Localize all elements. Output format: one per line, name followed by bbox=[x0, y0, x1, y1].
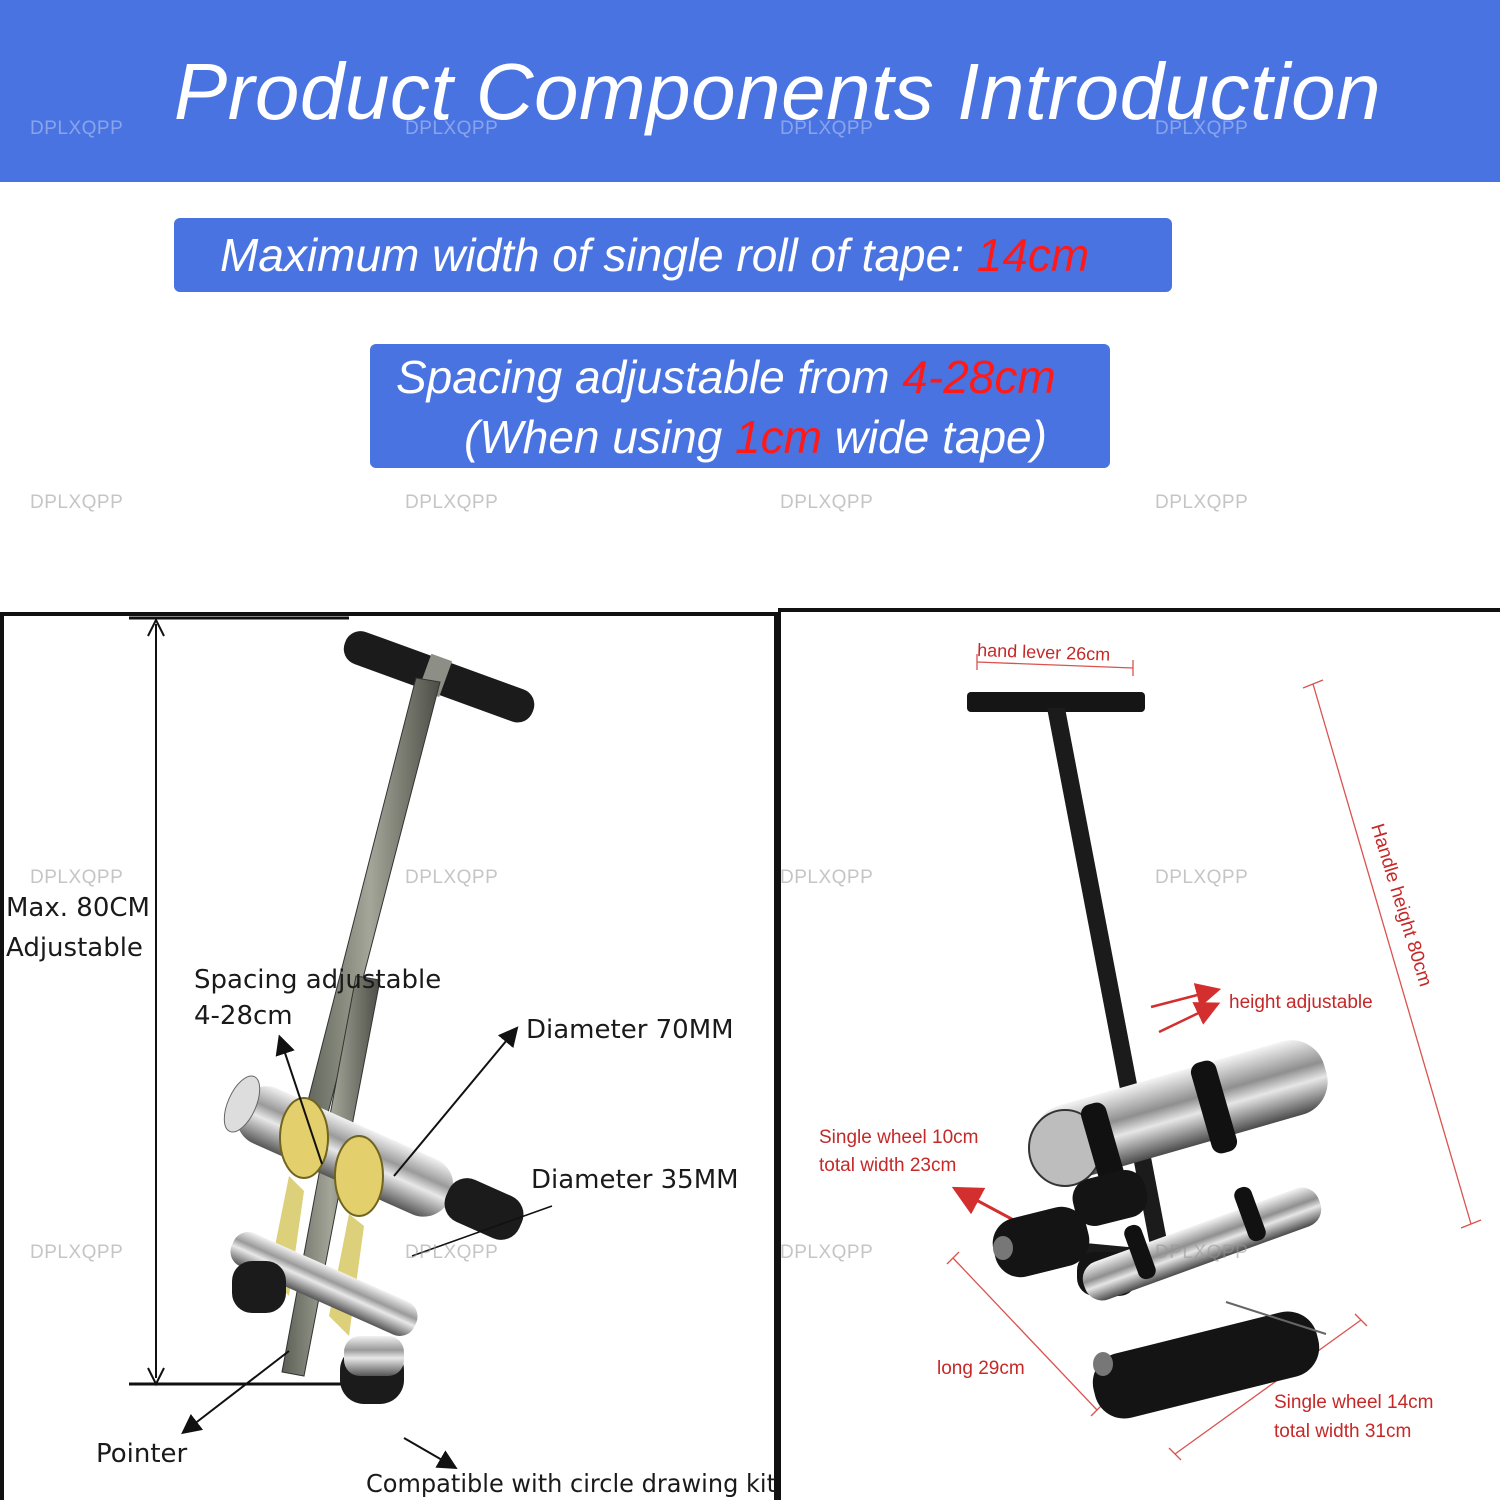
dimension-diagram-panel: hand lever 26cm Handle height 80cm heigh… bbox=[778, 608, 1500, 1500]
watermark: DPLXQPP bbox=[780, 1242, 874, 1263]
watermark: DPLXQPP bbox=[30, 1242, 124, 1263]
spacing-label-line1: Spacing adjustable bbox=[194, 965, 441, 995]
diameter-small-line bbox=[411, 1205, 553, 1257]
watermark: DPLXQPP bbox=[780, 492, 874, 513]
pointer-rod bbox=[1225, 1301, 1327, 1335]
circle-kit-arrow bbox=[403, 1437, 458, 1470]
watermark: DPLXQPP bbox=[405, 118, 499, 139]
watermark: DPLXQPP bbox=[780, 118, 874, 139]
spacing-note-value: 1cm bbox=[735, 411, 822, 463]
watermark: DPLXQPP bbox=[780, 867, 874, 888]
dimension-diagram-illustration: hand lever 26cm Handle height 80cm heigh… bbox=[819, 640, 1482, 1461]
upper-roller bbox=[1028, 1040, 1328, 1196]
spacing-note-prefix: (When using bbox=[464, 411, 736, 463]
header-banner: Product Components Introduction bbox=[0, 0, 1500, 182]
pointer-arrow bbox=[181, 1350, 290, 1435]
diameter-large-label: Diameter 70MM bbox=[526, 1015, 734, 1045]
single-wheel-14-line1: Single wheel 14cm bbox=[1274, 1392, 1433, 1413]
watermark: DPLXQPP bbox=[405, 1242, 499, 1263]
arrow-up-icon bbox=[147, 617, 165, 637]
watermark: DPLXQPP bbox=[405, 492, 499, 513]
hand-lever-bar bbox=[967, 692, 1145, 712]
height-adjustable-arrow-upper bbox=[1150, 983, 1222, 1009]
spacing-value: 4-28cm bbox=[902, 351, 1056, 403]
handle-height-label: Handle height 80cm bbox=[1366, 821, 1435, 989]
tape-width-value: 14cm bbox=[976, 229, 1090, 281]
tape-width-label: Maximum width of single roll of tape: bbox=[220, 229, 977, 281]
product-photo-panel: Max. 80CM Adjustable Spacing adjustable … bbox=[0, 612, 778, 1500]
watermark: DPLXQPP bbox=[405, 867, 499, 888]
pointer-label: Pointer bbox=[96, 1439, 188, 1469]
watermark: DPLXQPP bbox=[30, 867, 124, 888]
tape-width-banner: Maximum width of single roll of tape: 14… bbox=[174, 218, 1172, 292]
spacing-note-suffix: wide tape) bbox=[821, 411, 1047, 463]
watermark: DPLXQPP bbox=[1155, 1242, 1249, 1263]
watermark: DPLXQPP bbox=[1155, 118, 1249, 139]
height-adjustable-arrow-lower bbox=[1158, 1002, 1221, 1034]
single-wheel-10-line1: Single wheel 10cm bbox=[819, 1127, 978, 1148]
circle-kit-label: Compatible with circle drawing kit bbox=[366, 1469, 776, 1498]
spacing-label: Spacing adjustable from bbox=[396, 351, 903, 403]
watermark: DPLXQPP bbox=[30, 118, 124, 139]
spacing-banner: Spacing adjustable from 4-28cm (When usi… bbox=[370, 344, 1110, 468]
height-adjustable-label: height adjustable bbox=[1229, 992, 1373, 1013]
watermark: DPLXQPP bbox=[1155, 867, 1249, 888]
arrow-down-icon bbox=[147, 1367, 165, 1387]
single-wheel-14-line2: total width 31cm bbox=[1274, 1421, 1411, 1442]
small-roller bbox=[230, 1232, 418, 1404]
lower-roller bbox=[1082, 1186, 1322, 1301]
page-title: Product Components Introduction bbox=[173, 47, 1382, 136]
long-label: long 29cm bbox=[937, 1358, 1025, 1379]
watermark: DPLXQPP bbox=[30, 492, 124, 513]
main-shaft bbox=[299, 677, 441, 1137]
height-label-line2: Adjustable bbox=[6, 933, 143, 963]
watermark: DPLXQPP bbox=[1155, 492, 1249, 513]
product-photo-illustration: Max. 80CM Adjustable Spacing adjustable … bbox=[6, 616, 776, 1498]
diameter-small-label: Diameter 35MM bbox=[531, 1165, 739, 1195]
single-wheel-10-line2: total width 23cm bbox=[819, 1155, 956, 1176]
spacing-pointer-arrow bbox=[275, 1034, 323, 1165]
height-label-line1: Max. 80CM bbox=[6, 893, 150, 923]
t-handle-grip bbox=[343, 631, 535, 723]
spacing-label-line2: 4-28cm bbox=[194, 1001, 293, 1031]
diameter-large-arrow bbox=[393, 1026, 519, 1177]
hand-lever-label: hand lever 26cm bbox=[977, 640, 1111, 665]
